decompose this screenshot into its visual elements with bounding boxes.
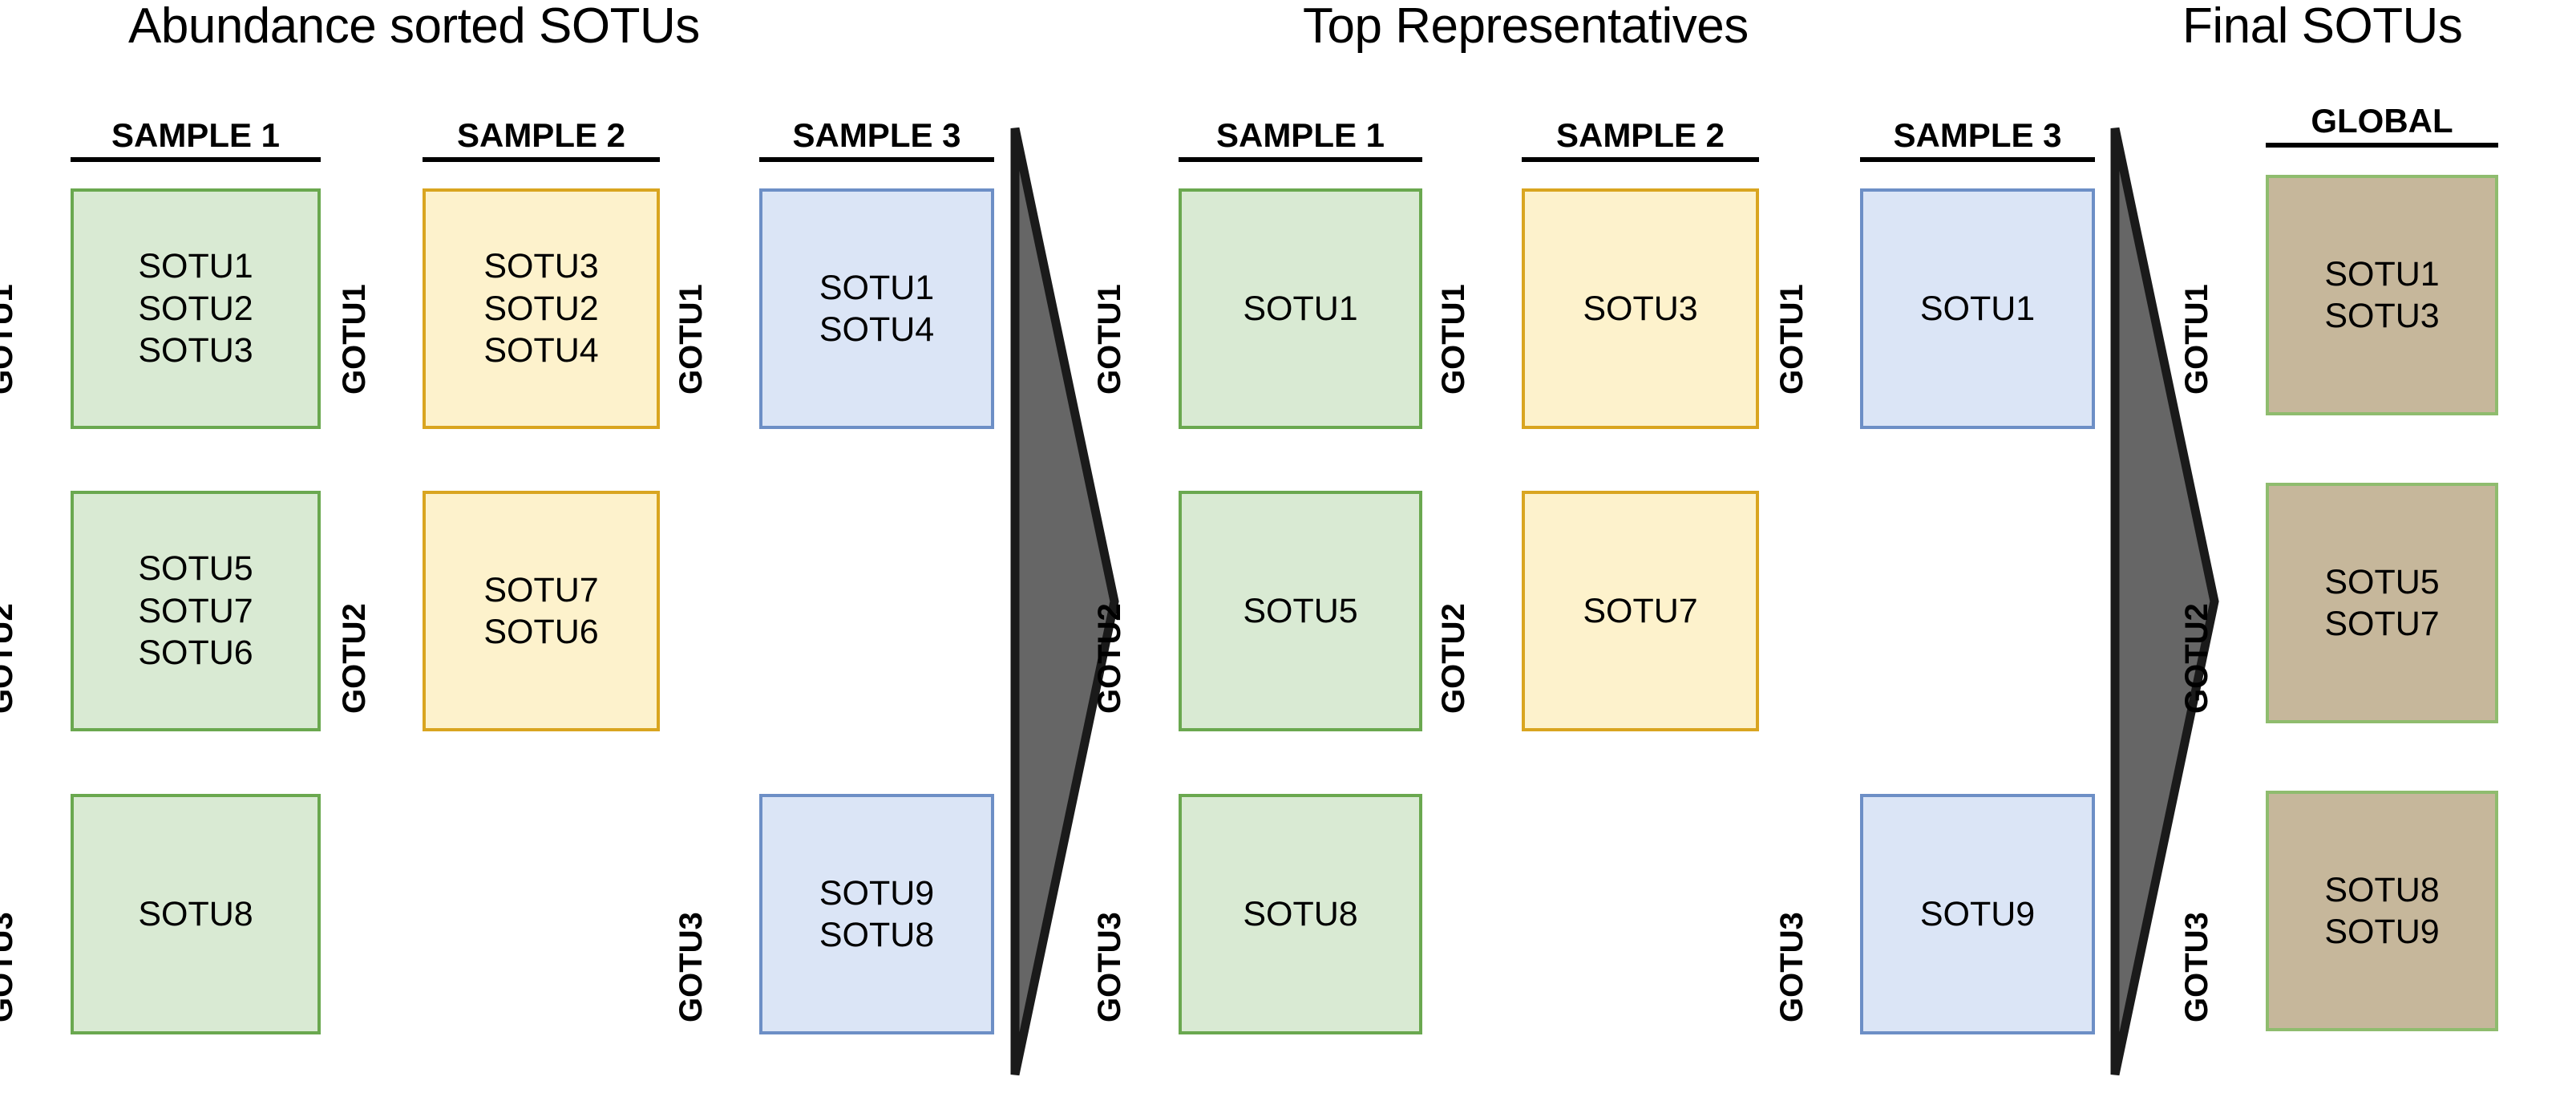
sotu-item: SOTU6 bbox=[483, 613, 599, 651]
sotu-item: SOTU9 bbox=[2324, 913, 2440, 951]
column-header-abundance-sample-3: SAMPLE 3 bbox=[759, 119, 994, 162]
column-header-topreps-sample-2: SAMPLE 2 bbox=[1522, 119, 1759, 162]
gotu-label-topreps-sample-2-gotu2: GOTU2 bbox=[1436, 603, 1471, 714]
sotu-item: SOTU8 bbox=[138, 894, 253, 933]
sotu-item: SOTU5 bbox=[1243, 591, 1358, 630]
gotu-label-topreps-sample-3-gotu1: GOTU1 bbox=[1774, 284, 1810, 395]
sotu-item: SOTU3 bbox=[1583, 289, 1698, 328]
sotu-item: SOTU1 bbox=[819, 268, 935, 307]
sotu-item: SOTU9 bbox=[819, 873, 935, 913]
sotu-item: SOTU3 bbox=[138, 331, 253, 370]
sotu-item: SOTU1 bbox=[1243, 289, 1358, 328]
section-title-abundance: Abundance sorted SOTUs bbox=[128, 0, 700, 54]
gotu-label-topreps-sample-1-gotu3: GOTU3 bbox=[1092, 912, 1127, 1022]
gotu-label-topreps-sample-1-gotu2: GOTU2 bbox=[1092, 603, 1127, 714]
right-arrow-icon-2 bbox=[2109, 124, 2221, 1079]
column-header-abundance-sample-1: SAMPLE 1 bbox=[71, 119, 321, 162]
sotu-item: SOTU8 bbox=[1243, 894, 1358, 933]
column-header-final-global: GLOBAL bbox=[2266, 104, 2498, 148]
sotu-box-abundance-sample-2-gotu1[interactable]: SOTU3 SOTU2 SOTU4 bbox=[423, 188, 660, 429]
sotu-box-abundance-sample-1-gotu3[interactable]: SOTU8 bbox=[71, 794, 321, 1034]
gotu-label-topreps-sample-1-gotu1: GOTU1 bbox=[1092, 284, 1127, 395]
sotu-box-abundance-sample-1-gotu1[interactable]: SOTU1 SOTU2 SOTU3 bbox=[71, 188, 321, 429]
gotu-label-abundance-sample-2-gotu2: GOTU2 bbox=[337, 603, 372, 714]
sotu-item: SOTU7 bbox=[138, 591, 253, 630]
sotu-box-topreps-sample-3-gotu1[interactable]: SOTU1 bbox=[1860, 188, 2095, 429]
sotu-box-topreps-sample-1-gotu3[interactable]: SOTU8 bbox=[1179, 794, 1422, 1034]
gotu-label-abundance-sample-1-gotu2: GOTU2 bbox=[0, 603, 19, 714]
sotu-item: SOTU7 bbox=[2324, 605, 2440, 643]
sotu-item: SOTU7 bbox=[1583, 591, 1698, 630]
sotu-box-topreps-sample-2-gotu1[interactable]: SOTU3 bbox=[1522, 188, 1759, 429]
sotu-item: SOTU1 bbox=[138, 247, 253, 286]
sotu-item: SOTU2 bbox=[483, 289, 599, 328]
sotu-box-final-global-gotu1[interactable]: SOTU1 SOTU3 bbox=[2266, 175, 2498, 415]
sotu-box-topreps-sample-2-gotu2[interactable]: SOTU7 bbox=[1522, 491, 1759, 731]
sotu-box-abundance-sample-3-gotu3[interactable]: SOTU9 SOTU8 bbox=[759, 794, 994, 1034]
sotu-box-abundance-sample-1-gotu2[interactable]: SOTU5 SOTU7 SOTU6 bbox=[71, 491, 321, 731]
sotu-item: SOTU6 bbox=[138, 634, 253, 673]
gotu-label-topreps-sample-2-gotu1: GOTU1 bbox=[1436, 284, 1471, 395]
sotu-box-final-global-gotu2[interactable]: SOTU5 SOTU7 bbox=[2266, 483, 2498, 723]
column-header-topreps-sample-1: SAMPLE 1 bbox=[1179, 119, 1422, 162]
column-header-abundance-sample-2: SAMPLE 2 bbox=[423, 119, 660, 162]
gotu-label-final-global-gotu2: GOTU2 bbox=[2179, 603, 2214, 714]
sotu-box-abundance-sample-2-gotu2[interactable]: SOTU7 SOTU6 bbox=[423, 491, 660, 731]
sotu-item: SOTU2 bbox=[138, 289, 253, 328]
gotu-label-abundance-sample-3-gotu3: GOTU3 bbox=[673, 912, 709, 1022]
section-title-final-sotus: Final SOTUs bbox=[2182, 0, 2463, 54]
sotu-item: SOTU4 bbox=[819, 310, 935, 349]
sotu-item: SOTU5 bbox=[138, 549, 253, 589]
gotu-label-final-global-gotu3: GOTU3 bbox=[2179, 912, 2214, 1022]
sotu-item: SOTU3 bbox=[2324, 297, 2440, 335]
sotu-item: SOTU8 bbox=[2324, 870, 2440, 909]
gotu-label-abundance-sample-1-gotu1: GOTU1 bbox=[0, 284, 19, 395]
sotu-box-topreps-sample-1-gotu1[interactable]: SOTU1 bbox=[1179, 188, 1422, 429]
sotu-box-topreps-sample-3-gotu3[interactable]: SOTU9 bbox=[1860, 794, 2095, 1034]
sotu-item: SOTU9 bbox=[1919, 894, 2036, 933]
gotu-label-abundance-sample-2-gotu1: GOTU1 bbox=[337, 284, 372, 395]
gotu-label-abundance-sample-3-gotu1: GOTU1 bbox=[673, 284, 709, 395]
gotu-label-abundance-sample-1-gotu3: GOTU3 bbox=[0, 912, 19, 1022]
gotu-label-topreps-sample-3-gotu3: GOTU3 bbox=[1774, 912, 1810, 1022]
sotu-item: SOTU8 bbox=[819, 916, 935, 954]
sotu-item: SOTU1 bbox=[2324, 254, 2440, 293]
sotu-item: SOTU3 bbox=[483, 247, 599, 286]
column-header-topreps-sample-3: SAMPLE 3 bbox=[1860, 119, 2095, 162]
sotu-item: SOTU1 bbox=[1919, 289, 2036, 328]
sotu-item: SOTU4 bbox=[483, 331, 599, 370]
sotu-box-abundance-sample-3-gotu1[interactable]: SOTU1 SOTU4 bbox=[759, 188, 994, 429]
gotu-label-final-global-gotu1: GOTU1 bbox=[2179, 284, 2214, 395]
sotu-box-topreps-sample-1-gotu2[interactable]: SOTU5 bbox=[1179, 491, 1422, 731]
sotu-item: SOTU5 bbox=[2324, 562, 2440, 601]
right-arrow-icon-1 bbox=[1009, 124, 1121, 1079]
sotu-box-final-global-gotu3[interactable]: SOTU8 SOTU9 bbox=[2266, 791, 2498, 1031]
sotu-item: SOTU7 bbox=[483, 570, 599, 609]
section-title-top-representatives: Top Representatives bbox=[1303, 0, 1749, 54]
